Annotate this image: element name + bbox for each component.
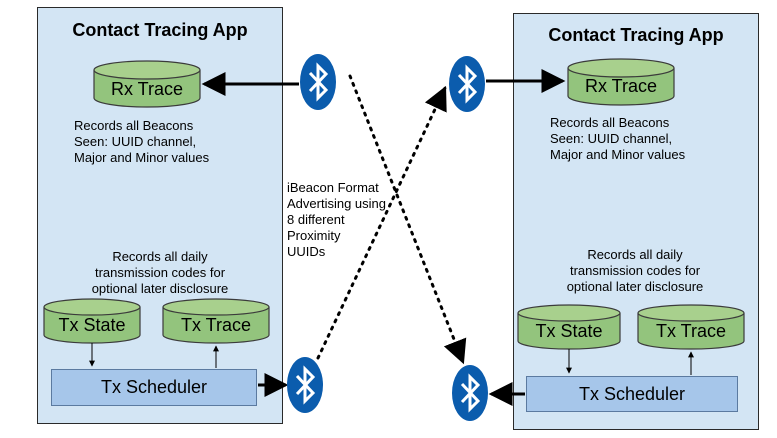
right-tx-note-line-2: transmission codes for: [569, 263, 701, 278]
right-tx-note: Records all daily transmission codes for…: [535, 247, 735, 295]
left-tx-trace-database: Tx Trace: [162, 298, 270, 344]
right-rx-note: Records all Beacons Seen: UUID channel, …: [550, 115, 685, 163]
ibeacon-annotation-line-5: UUIDs: [287, 244, 326, 259]
left-tx-state-database: Tx State: [43, 298, 141, 344]
left-tx-state-label: Tx State: [58, 315, 125, 335]
ibeacon-annotation: iBeacon Format Advertising using 8 diffe…: [287, 180, 386, 260]
bluetooth-icon: [285, 355, 325, 415]
ibeacon-annotation-line-3: 8 different: [287, 212, 345, 227]
left-rx-trace-label: Rx Trace: [111, 79, 183, 99]
right-tx-note-line-1: Records all daily: [587, 247, 683, 262]
bluetooth-icon: [447, 54, 487, 114]
left-tx-to-right-rx-dotted-arrow: [316, 85, 447, 360]
left-tx-note-line-1: Records all daily: [112, 249, 208, 264]
bluetooth-icon: [450, 363, 490, 423]
right-app-title: Contact Tracing App: [548, 25, 724, 45]
right-tx-state-label: Tx State: [535, 321, 602, 341]
left-rx-trace-database: Rx Trace: [93, 60, 201, 108]
left-rx-note-line-2: Seen: UUID channel,: [74, 134, 197, 149]
left-rx-note: Records all Beacons Seen: UUID channel, …: [74, 118, 209, 166]
left-tx-trace-label: Tx Trace: [181, 315, 251, 335]
left-tx-scheduler-label: Tx Scheduler: [100, 377, 208, 397]
left-rx-note-line-1: Records all Beacons: [74, 118, 194, 133]
left-tx-scheduler: Tx Scheduler: [51, 369, 257, 406]
right-tx-scheduler: Tx Scheduler: [526, 376, 738, 412]
right-tx-trace-label: Tx Trace: [656, 321, 726, 341]
right-tx-trace-database: Tx Trace: [637, 304, 745, 350]
left-app-title: Contact Tracing App: [72, 20, 248, 40]
right-rx-note-line-1: Records all Beacons: [550, 115, 670, 130]
ibeacon-annotation-line-1: iBeacon Format: [287, 180, 379, 195]
right-rx-trace-database: Rx Trace: [567, 58, 675, 106]
right-tx-to-left-rx-dotted-arrow: [348, 74, 467, 365]
right-tx-state-database: Tx State: [517, 304, 621, 350]
right-tx-note-line-3: optional later disclosure: [566, 279, 704, 294]
bluetooth-icon: [298, 52, 338, 112]
left-rx-note-line-3: Major and Minor values: [74, 150, 210, 165]
right-rx-trace-label: Rx Trace: [585, 76, 657, 96]
right-tx-scheduler-label: Tx Scheduler: [578, 383, 686, 404]
left-tx-note: Records all daily transmission codes for…: [60, 249, 260, 297]
left-tx-note-line-3: optional later disclosure: [91, 281, 229, 296]
ibeacon-annotation-line-2: Advertising using: [287, 196, 386, 211]
ibeacon-annotation-line-4: Proximity: [287, 228, 341, 243]
left-tx-note-line-2: transmission codes for: [94, 265, 226, 280]
right-rx-note-line-2: Seen: UUID channel,: [550, 131, 673, 146]
right-rx-note-line-3: Major and Minor values: [550, 147, 686, 162]
